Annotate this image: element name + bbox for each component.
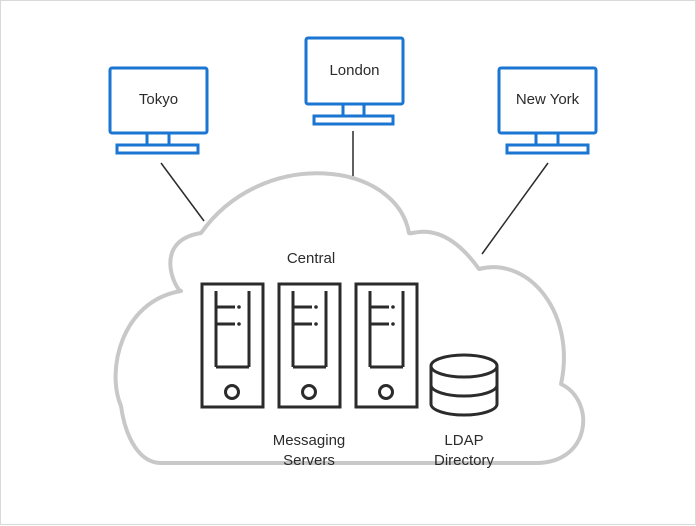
- site-label-london: London: [329, 62, 380, 79]
- monitor-london-icon: [304, 36, 405, 126]
- site-label-tokyo: Tokyo: [138, 91, 179, 108]
- monitor-newyork-icon: [497, 66, 598, 155]
- link-newyork: [481, 162, 549, 255]
- server-2-icon: [277, 282, 342, 409]
- cloud-title: Central: [286, 250, 336, 267]
- server-3-icon: [354, 282, 419, 409]
- directory-label-line2: Directory: [433, 452, 494, 469]
- cloud-shape: [113, 171, 586, 465]
- site-label-newyork: New York: [515, 91, 580, 108]
- servers-label-line1: Messaging: [272, 432, 346, 449]
- link-tokyo: [160, 162, 205, 222]
- database-icon: [429, 353, 499, 417]
- server-1-icon: [200, 282, 265, 409]
- monitor-tokyo-icon: [108, 66, 209, 155]
- servers-label-line2: Servers: [283, 452, 335, 469]
- directory-label-line1: LDAP: [444, 432, 484, 449]
